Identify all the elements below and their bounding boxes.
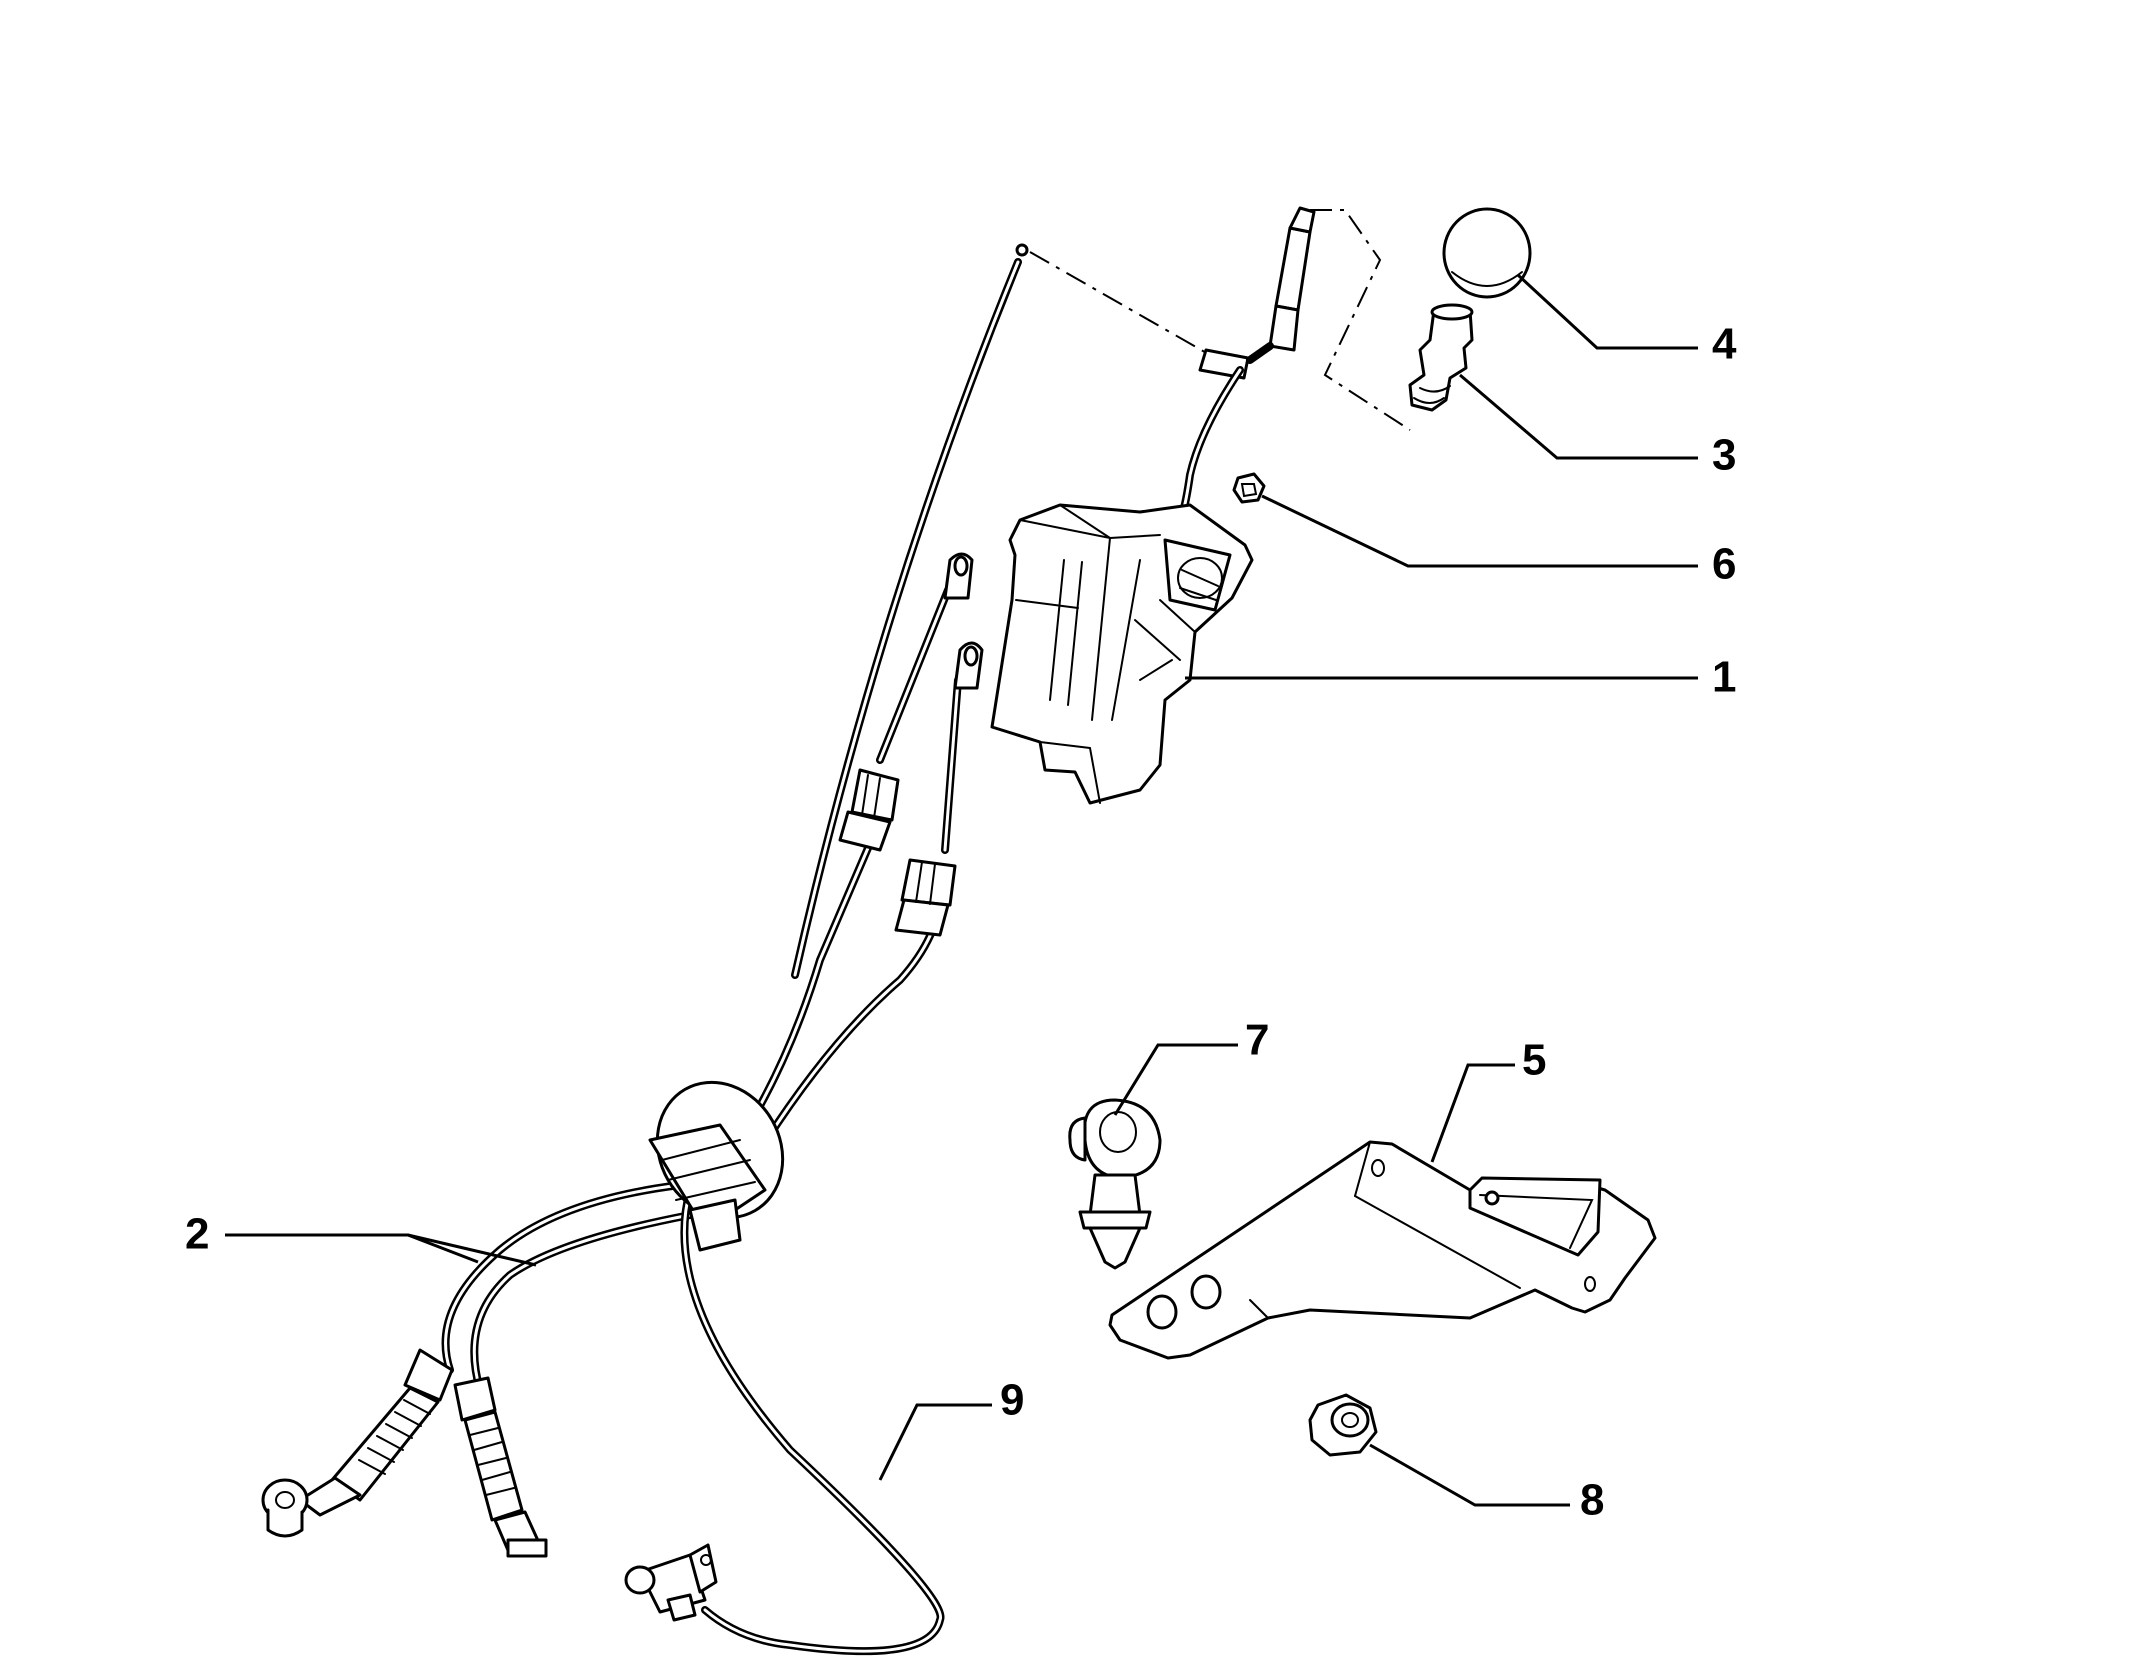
part-2-cable-bundle [441, 243, 1029, 1656]
part-8-nut [1308, 1393, 1378, 1457]
leader-line-2a [225, 1233, 479, 1264]
leader-line-7 [1113, 1043, 1238, 1116]
part-9-speed-sensor [624, 1543, 718, 1622]
cable-lower-ends [261, 1348, 548, 1558]
part-5-bracket [1108, 1140, 1657, 1360]
leader-line-3 [1459, 373, 1698, 460]
callout-6: 6 [1712, 540, 1736, 589]
callout-9: 9 [1000, 1376, 1024, 1425]
part-9-sensor-cable [680, 1186, 945, 1656]
leader-line-6 [1261, 494, 1698, 568]
part-7-clip [1068, 1098, 1162, 1270]
leader-line-8 [1369, 1443, 1570, 1507]
leader-line-5 [1430, 1063, 1515, 1163]
leader-lines [225, 273, 1698, 1507]
leader-line-9 [878, 1403, 992, 1481]
callout-3: 3 [1712, 431, 1736, 480]
callout-labels: 4 3 6 1 2 9 7 5 8 [185, 320, 1737, 1525]
part-6-small-nut [1232, 472, 1266, 504]
part-4-gear-knob [1442, 207, 1532, 299]
callout-1: 1 [1712, 653, 1736, 702]
callout-8: 8 [1580, 1476, 1604, 1525]
leader-line-4 [1516, 273, 1698, 350]
callout-5: 5 [1522, 1036, 1546, 1085]
callout-2: 2 [185, 1210, 209, 1259]
callout-4: 4 [1712, 320, 1737, 369]
part-1-gear-lever-assembly [990, 206, 1316, 805]
callout-7: 7 [1245, 1016, 1269, 1065]
part-3-boot [1408, 303, 1474, 412]
alignment-dashed-lines [1029, 209, 1411, 431]
cable-upper-fittings [838, 552, 984, 937]
cable-grommet [648, 1080, 785, 1252]
leader-line-2b [407, 1233, 537, 1267]
